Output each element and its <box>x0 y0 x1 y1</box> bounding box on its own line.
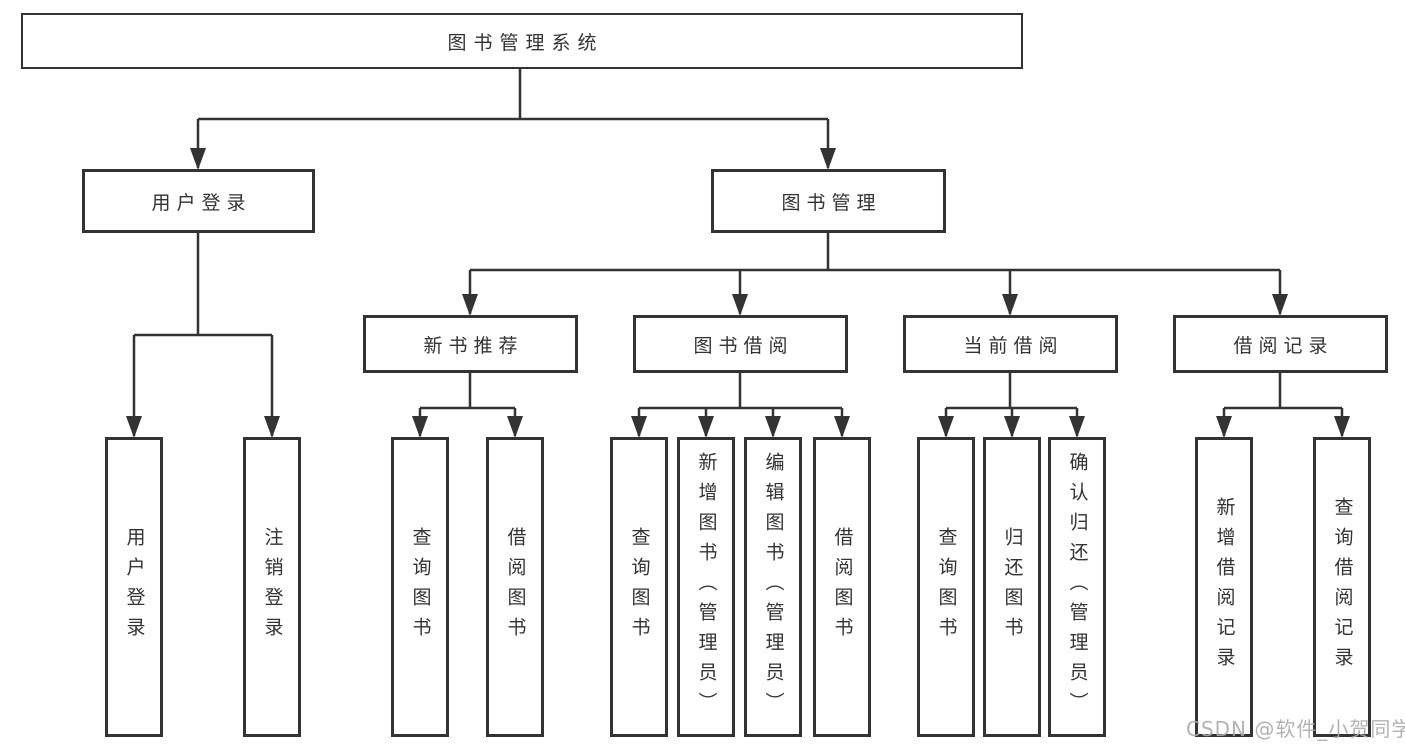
csdn-watermark: CSDN @软件_小贺同学 <box>1186 717 1405 741</box>
node-label: 归还图书 <box>1001 527 1024 647</box>
node-label: 查询借阅记录 <box>1331 497 1354 677</box>
node-user-login: 用户登录 <box>82 169 315 233</box>
node-label: 查询图书 <box>628 527 651 647</box>
leaf-query-books-3: 查询图书 <box>917 437 975 737</box>
node-label: 查询图书 <box>935 527 958 647</box>
node-label: 图书借阅 <box>693 334 794 357</box>
leaf-logout: 注销登录 <box>243 437 301 737</box>
node-label: 当前借阅 <box>963 334 1064 357</box>
node-label: 用户登录 <box>151 191 252 214</box>
node-label: 借阅图书 <box>831 527 854 647</box>
node-label: 编辑图书（管理员） <box>762 452 785 722</box>
node-library-management-system: 图书管理系统 <box>21 13 1023 69</box>
node-book-management: 图书管理 <box>711 169 946 233</box>
leaf-query-borrow-record: 查询借阅记录 <box>1313 437 1371 737</box>
node-label: 新书推荐 <box>423 334 524 357</box>
leaf-add-book-admin: 新增图书（管理员） <box>677 437 735 737</box>
node-label: 新增图书（管理员） <box>695 452 718 722</box>
node-borrowing-records: 借阅记录 <box>1173 315 1388 373</box>
node-current-borrowing: 当前借阅 <box>903 315 1118 373</box>
node-label: 注销登录 <box>261 527 284 647</box>
node-label: 确认归还（管理员） <box>1066 452 1089 722</box>
node-label: 借阅记录 <box>1233 334 1334 357</box>
leaf-query-books-1: 查询图书 <box>391 437 449 737</box>
leaf-add-borrow-record: 新增借阅记录 <box>1195 437 1253 737</box>
leaf-return-books: 归还图书 <box>983 437 1041 737</box>
node-label: 借阅图书 <box>504 527 527 647</box>
leaf-user-login: 用户登录 <box>105 437 163 737</box>
leaf-confirm-return-admin: 确认归还（管理员） <box>1048 437 1106 737</box>
node-label: 图书管理 <box>781 191 882 214</box>
node-label: 用户登录 <box>123 527 146 647</box>
leaf-borrow-books-1: 借阅图书 <box>486 437 544 737</box>
leaf-borrow-books-2: 借阅图书 <box>813 437 871 737</box>
leaf-query-books-2: 查询图书 <box>610 437 668 737</box>
node-label: 查询图书 <box>409 527 432 647</box>
node-label: 图书管理系统 <box>447 31 604 54</box>
node-label: 新增借阅记录 <box>1213 497 1236 677</box>
node-new-book-recommend: 新书推荐 <box>363 315 578 373</box>
node-book-borrowing: 图书借阅 <box>633 315 848 373</box>
leaf-edit-book-admin: 编辑图书（管理员） <box>744 437 802 737</box>
